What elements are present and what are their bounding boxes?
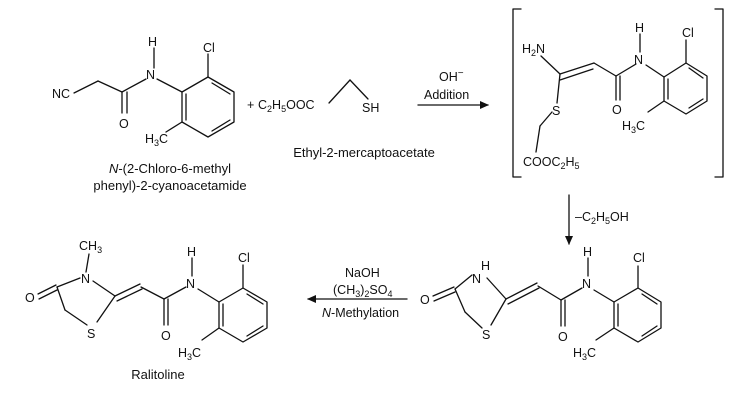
carbonyl-oxygen-label: O [612, 103, 622, 117]
hydroxide-label: OH− [439, 68, 464, 84]
amide-oxygen-label: O [161, 329, 171, 343]
reactant-1-structure: NC O N H Cl H3C [52, 35, 235, 148]
thioether-sulfur-label: S [552, 104, 560, 118]
dimethyl-sulfate-label: (CH3)2SO4 [333, 283, 393, 299]
elimination-label: –C2H5OH [575, 210, 629, 226]
ring-nitrogen-label: N [81, 272, 90, 286]
amide-oxygen-label: O [558, 330, 568, 344]
ring-nh-hydrogen-label: H [481, 259, 490, 273]
methyl-label: H3C [145, 132, 168, 148]
amide-hydrogen-label: H [187, 245, 196, 259]
product-name: Ralitoline [131, 367, 185, 382]
arrow-step-2: –C2H5OH [565, 194, 629, 245]
carbonyl-oxygen-label: O [119, 117, 129, 131]
reactant-2-structure: + C2H5OOC SH [247, 79, 379, 115]
arrow-step-3: NaOH (CH3)2SO4 N-Methylation [307, 266, 408, 320]
n-methyl-label: CH3 [79, 239, 102, 255]
methyl-label: H3C [573, 346, 596, 362]
amide-hydrogen-label: H [635, 21, 644, 35]
naoh-label: NaOH [345, 266, 380, 280]
ethyl-ester-label: COOC2H5 [523, 155, 580, 171]
chloro-label: Cl [633, 251, 645, 265]
amide-hydrogen-label: H [583, 245, 592, 259]
reactant-1-name-line-1: N-(2-Chloro-6-methyl [108, 161, 232, 176]
nitrile-label: NC [52, 87, 70, 101]
methylation-label: N-Methylation [322, 306, 399, 320]
arrow-step-1: OH− Addition [417, 68, 489, 109]
ring-nitrogen-label: N [472, 272, 481, 286]
methyl-label: H3C [622, 119, 645, 135]
reactant-1-bonds [73, 47, 235, 138]
reactant-2-name: Ethyl-2-mercaptoacetate [293, 145, 435, 160]
chloro-label: Cl [238, 251, 250, 265]
addition-label: Addition [424, 88, 469, 102]
amino-label: H2N [522, 42, 545, 58]
ring-carbonyl-oxygen-label: O [420, 293, 430, 307]
ring-carbonyl-oxygen-label: O [25, 291, 35, 305]
reactant-1-name-line-2: phenyl)-2-cyanoacetamide [93, 178, 247, 193]
thiol-label: SH [362, 101, 379, 115]
methyl-label: H3C [178, 346, 201, 362]
amide-nitrogen-label: N [634, 53, 643, 67]
reactant-1-name: N-(2-Chloro-6-methyl phenyl)-2-cyanoacet… [78, 160, 262, 194]
ralitoline-structure: CH3 N O S O N H Cl H3C [25, 239, 268, 362]
chloro-label: Cl [682, 26, 694, 40]
amide-nitrogen-label: N [186, 277, 195, 291]
amide-nitrogen-label: N [146, 68, 155, 82]
plus-sign: + [247, 98, 254, 112]
thiazolidinone-structure: O H N S O N H Cl H3C [420, 245, 662, 362]
ring-sulfur-label: S [87, 327, 95, 341]
ring-sulfur-label: S [482, 328, 490, 342]
chloro-label: Cl [203, 41, 215, 55]
ester-formula: C2H5OOC [258, 98, 315, 114]
amide-hydrogen-label: H [148, 35, 157, 49]
intermediate-structure: H2N S O N H Cl H3C COOC2H5 [512, 8, 724, 178]
amide-nitrogen-label: N [582, 277, 591, 291]
